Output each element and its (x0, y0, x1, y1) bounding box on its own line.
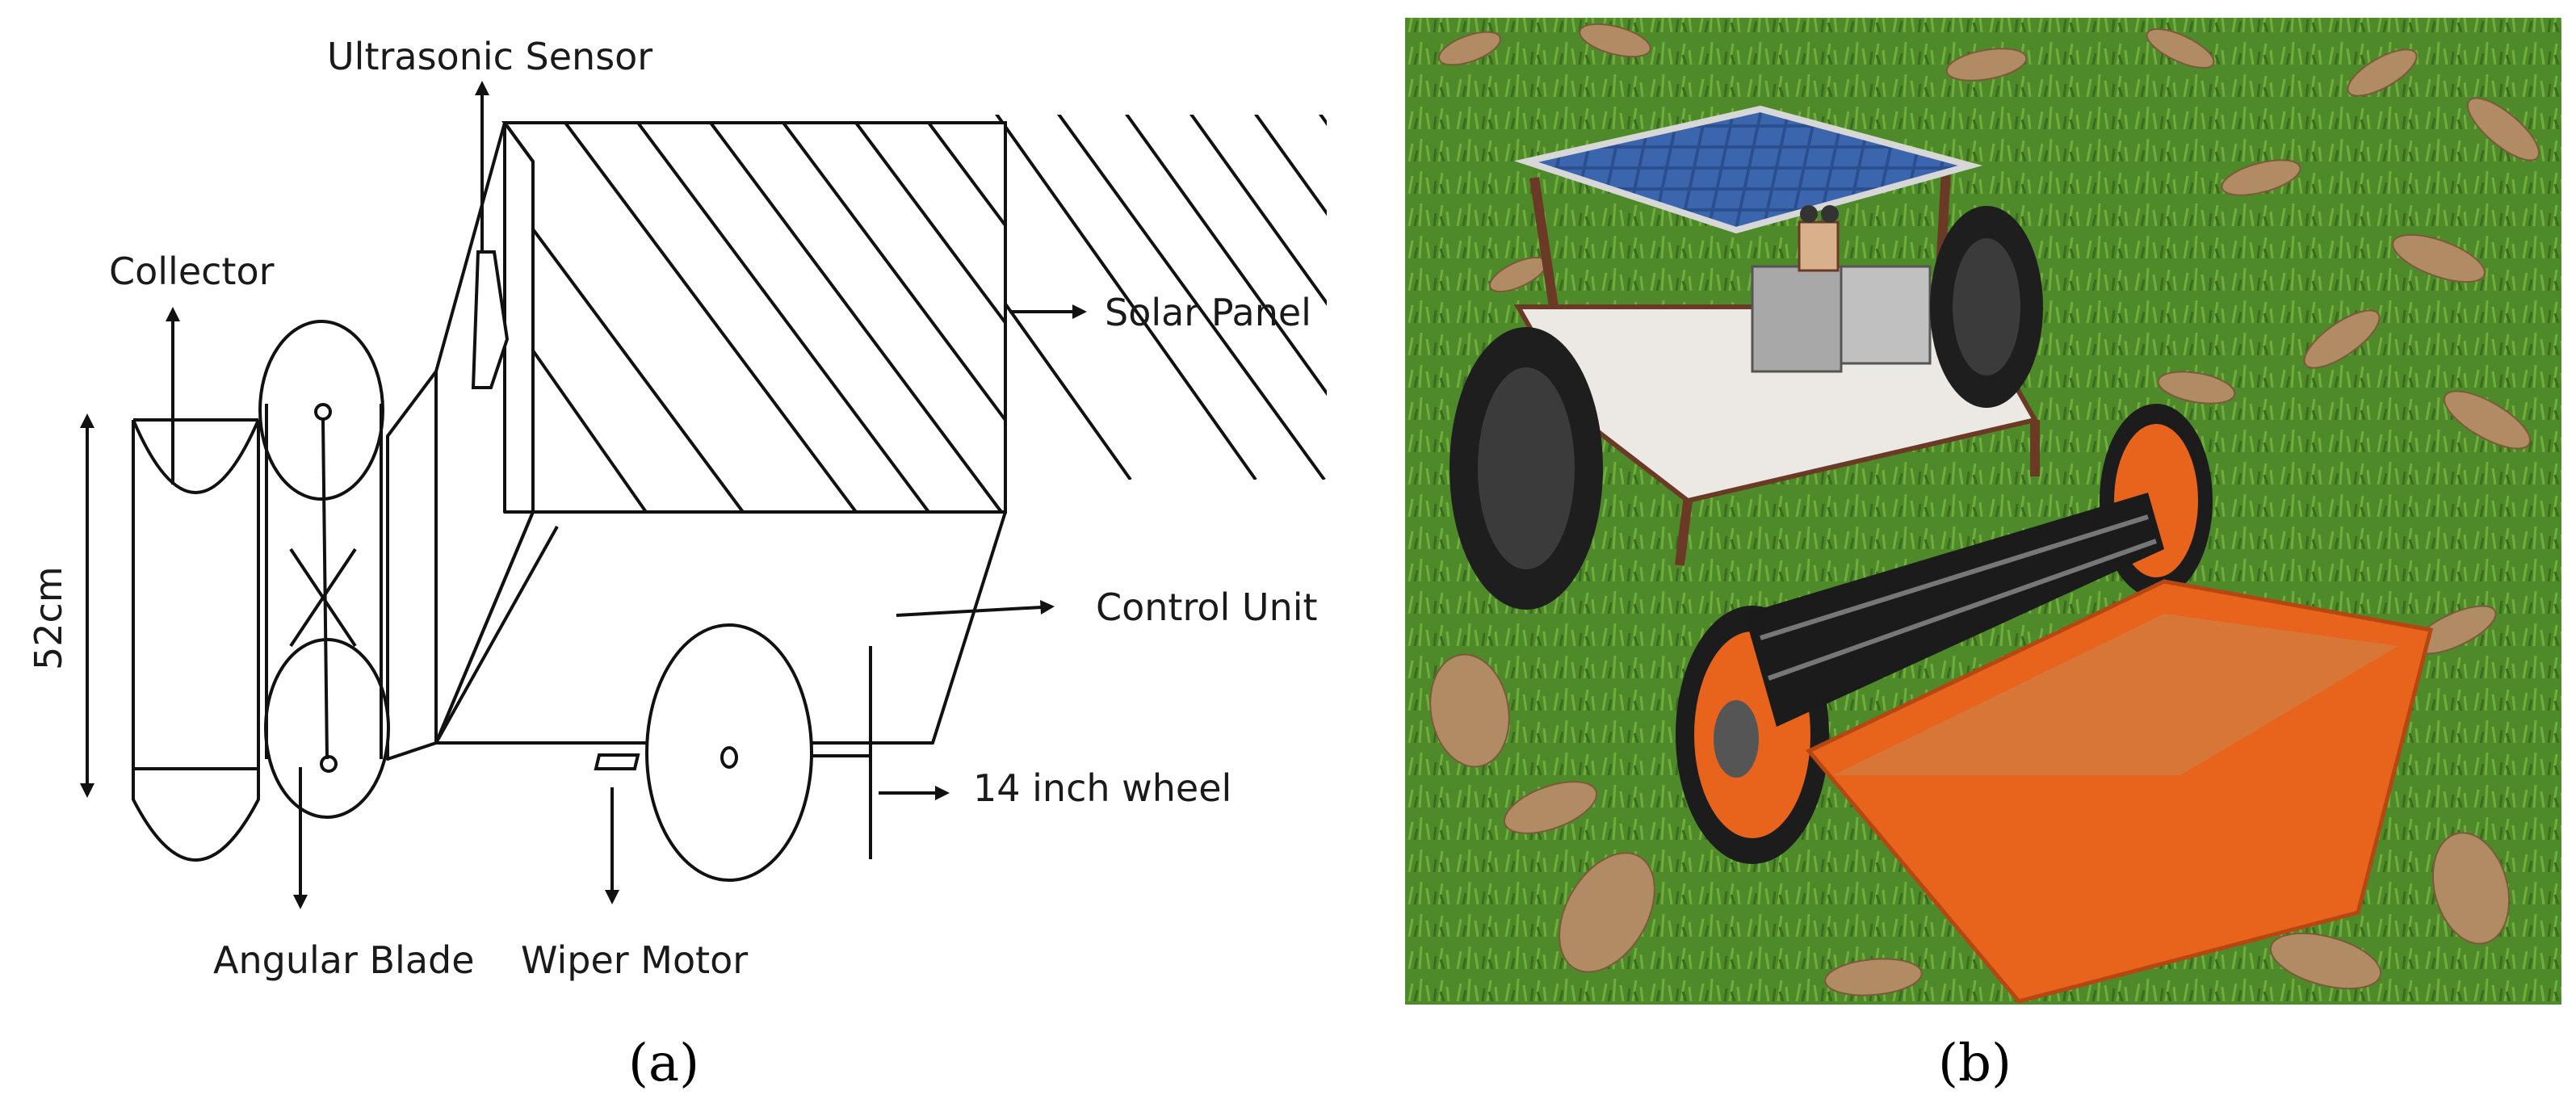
panel-a-diagram: Ultrasonic Sensor Collector Solar Panel … (27, 35, 1327, 1093)
roller-bottom-axle (320, 755, 338, 773)
collector-body (132, 418, 260, 862)
caption-a: (a) (628, 1034, 699, 1093)
roller-top-axle (314, 403, 332, 421)
front-panel (386, 370, 438, 761)
control-unit-box (434, 510, 1007, 745)
label-height: 52cm (27, 566, 70, 670)
wheel-hub (720, 746, 738, 769)
wiper-motor-block (594, 753, 640, 770)
label-wiper-motor: Wiper Motor (521, 938, 748, 982)
ultrasonic-arrow-head (475, 81, 489, 95)
wheel (645, 623, 813, 882)
panel-b-photo (1405, 18, 2561, 1005)
label-control-unit: Control Unit (1096, 585, 1318, 629)
label-solar-panel: Solar Panel (1105, 291, 1311, 334)
battery-box-left (1751, 265, 1843, 373)
reel-blades (1744, 493, 2164, 727)
fallen-leaves (1429, 23, 2540, 996)
box-left-side (434, 122, 535, 745)
label-wheel: 14 inch wheel (973, 766, 1231, 810)
solar-panel-photo (1513, 105, 1983, 234)
roller-top (258, 320, 384, 501)
battery-box-right (1840, 265, 1932, 365)
ultrasonic-sensor-photo (1798, 220, 1840, 272)
collector-arrow-head (166, 307, 180, 321)
control-arrow-line (896, 606, 1043, 617)
label-ultrasonic-sensor: Ultrasonic Sensor (327, 35, 652, 78)
label-angular-blade: Angular Blade (213, 938, 475, 982)
label-collector: Collector (109, 250, 275, 293)
caption-b: (b) (1938, 1034, 2012, 1093)
ultrasonic-sensor-block (471, 250, 510, 389)
